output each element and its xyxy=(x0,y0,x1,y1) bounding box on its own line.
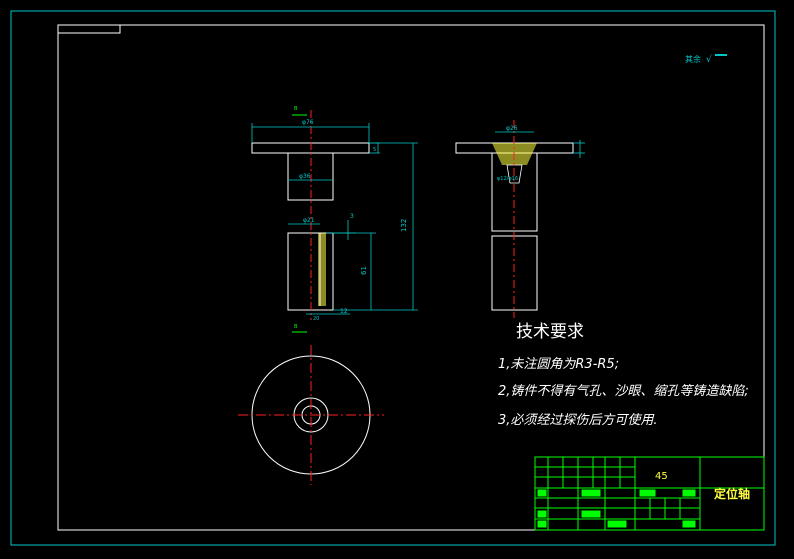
tech-item-1: 1,未注圆角为R3-R5; xyxy=(498,357,619,372)
side-view: φ26 φ12/φ16 xyxy=(455,120,585,318)
roughness-symbol-icon: √ xyxy=(706,54,712,65)
section-mark-top: B xyxy=(294,106,298,112)
top-view xyxy=(238,345,384,485)
title-block xyxy=(534,456,765,531)
dim-flange-thickness: 5 xyxy=(373,147,376,153)
dim-bottom-offset: 12 xyxy=(340,308,348,315)
tech-item-2: 2,铸件不得有气孔、沙眼、缩孔等铸造缺陷; xyxy=(498,384,749,399)
corner-tag-box xyxy=(57,24,121,34)
title-block-part-name: 定位轴 xyxy=(714,486,750,501)
dim-bottom-width: 20 xyxy=(313,316,319,322)
title-block-material: 45 xyxy=(655,471,668,482)
dim-top-diameter: φ26 xyxy=(506,125,518,132)
roughness-note: 其余 xyxy=(685,54,701,64)
dim-flange-diameter: φ76 xyxy=(302,119,314,126)
section-hatch xyxy=(318,233,326,306)
dim-lower-length: 61 xyxy=(360,266,368,275)
front-view: φ76 B φ36 φ21 3 5 132 61 12 20 xyxy=(251,106,418,333)
sheet-border-inner xyxy=(57,24,765,531)
dim-overall-height: 132 xyxy=(400,219,408,232)
tech-requirements: 技术要求 1,未注圆角为R3-R5; 2,铸件不得有气孔、沙眼、缩孔等铸造缺陷;… xyxy=(498,322,749,428)
tech-title: 技术要求 xyxy=(516,322,584,342)
dim-hole-callout: φ12/φ16 xyxy=(497,176,518,182)
dim-inner-diameter: φ21 xyxy=(303,217,315,224)
dim-bore-diameter: φ36 xyxy=(299,173,311,180)
dim-step-height: 3 xyxy=(350,213,354,220)
sheet-border-outer xyxy=(10,10,776,546)
section-mark-bottom: B xyxy=(294,324,298,330)
tech-item-3: 3,必须经过探伤后方可使用. xyxy=(498,413,658,428)
